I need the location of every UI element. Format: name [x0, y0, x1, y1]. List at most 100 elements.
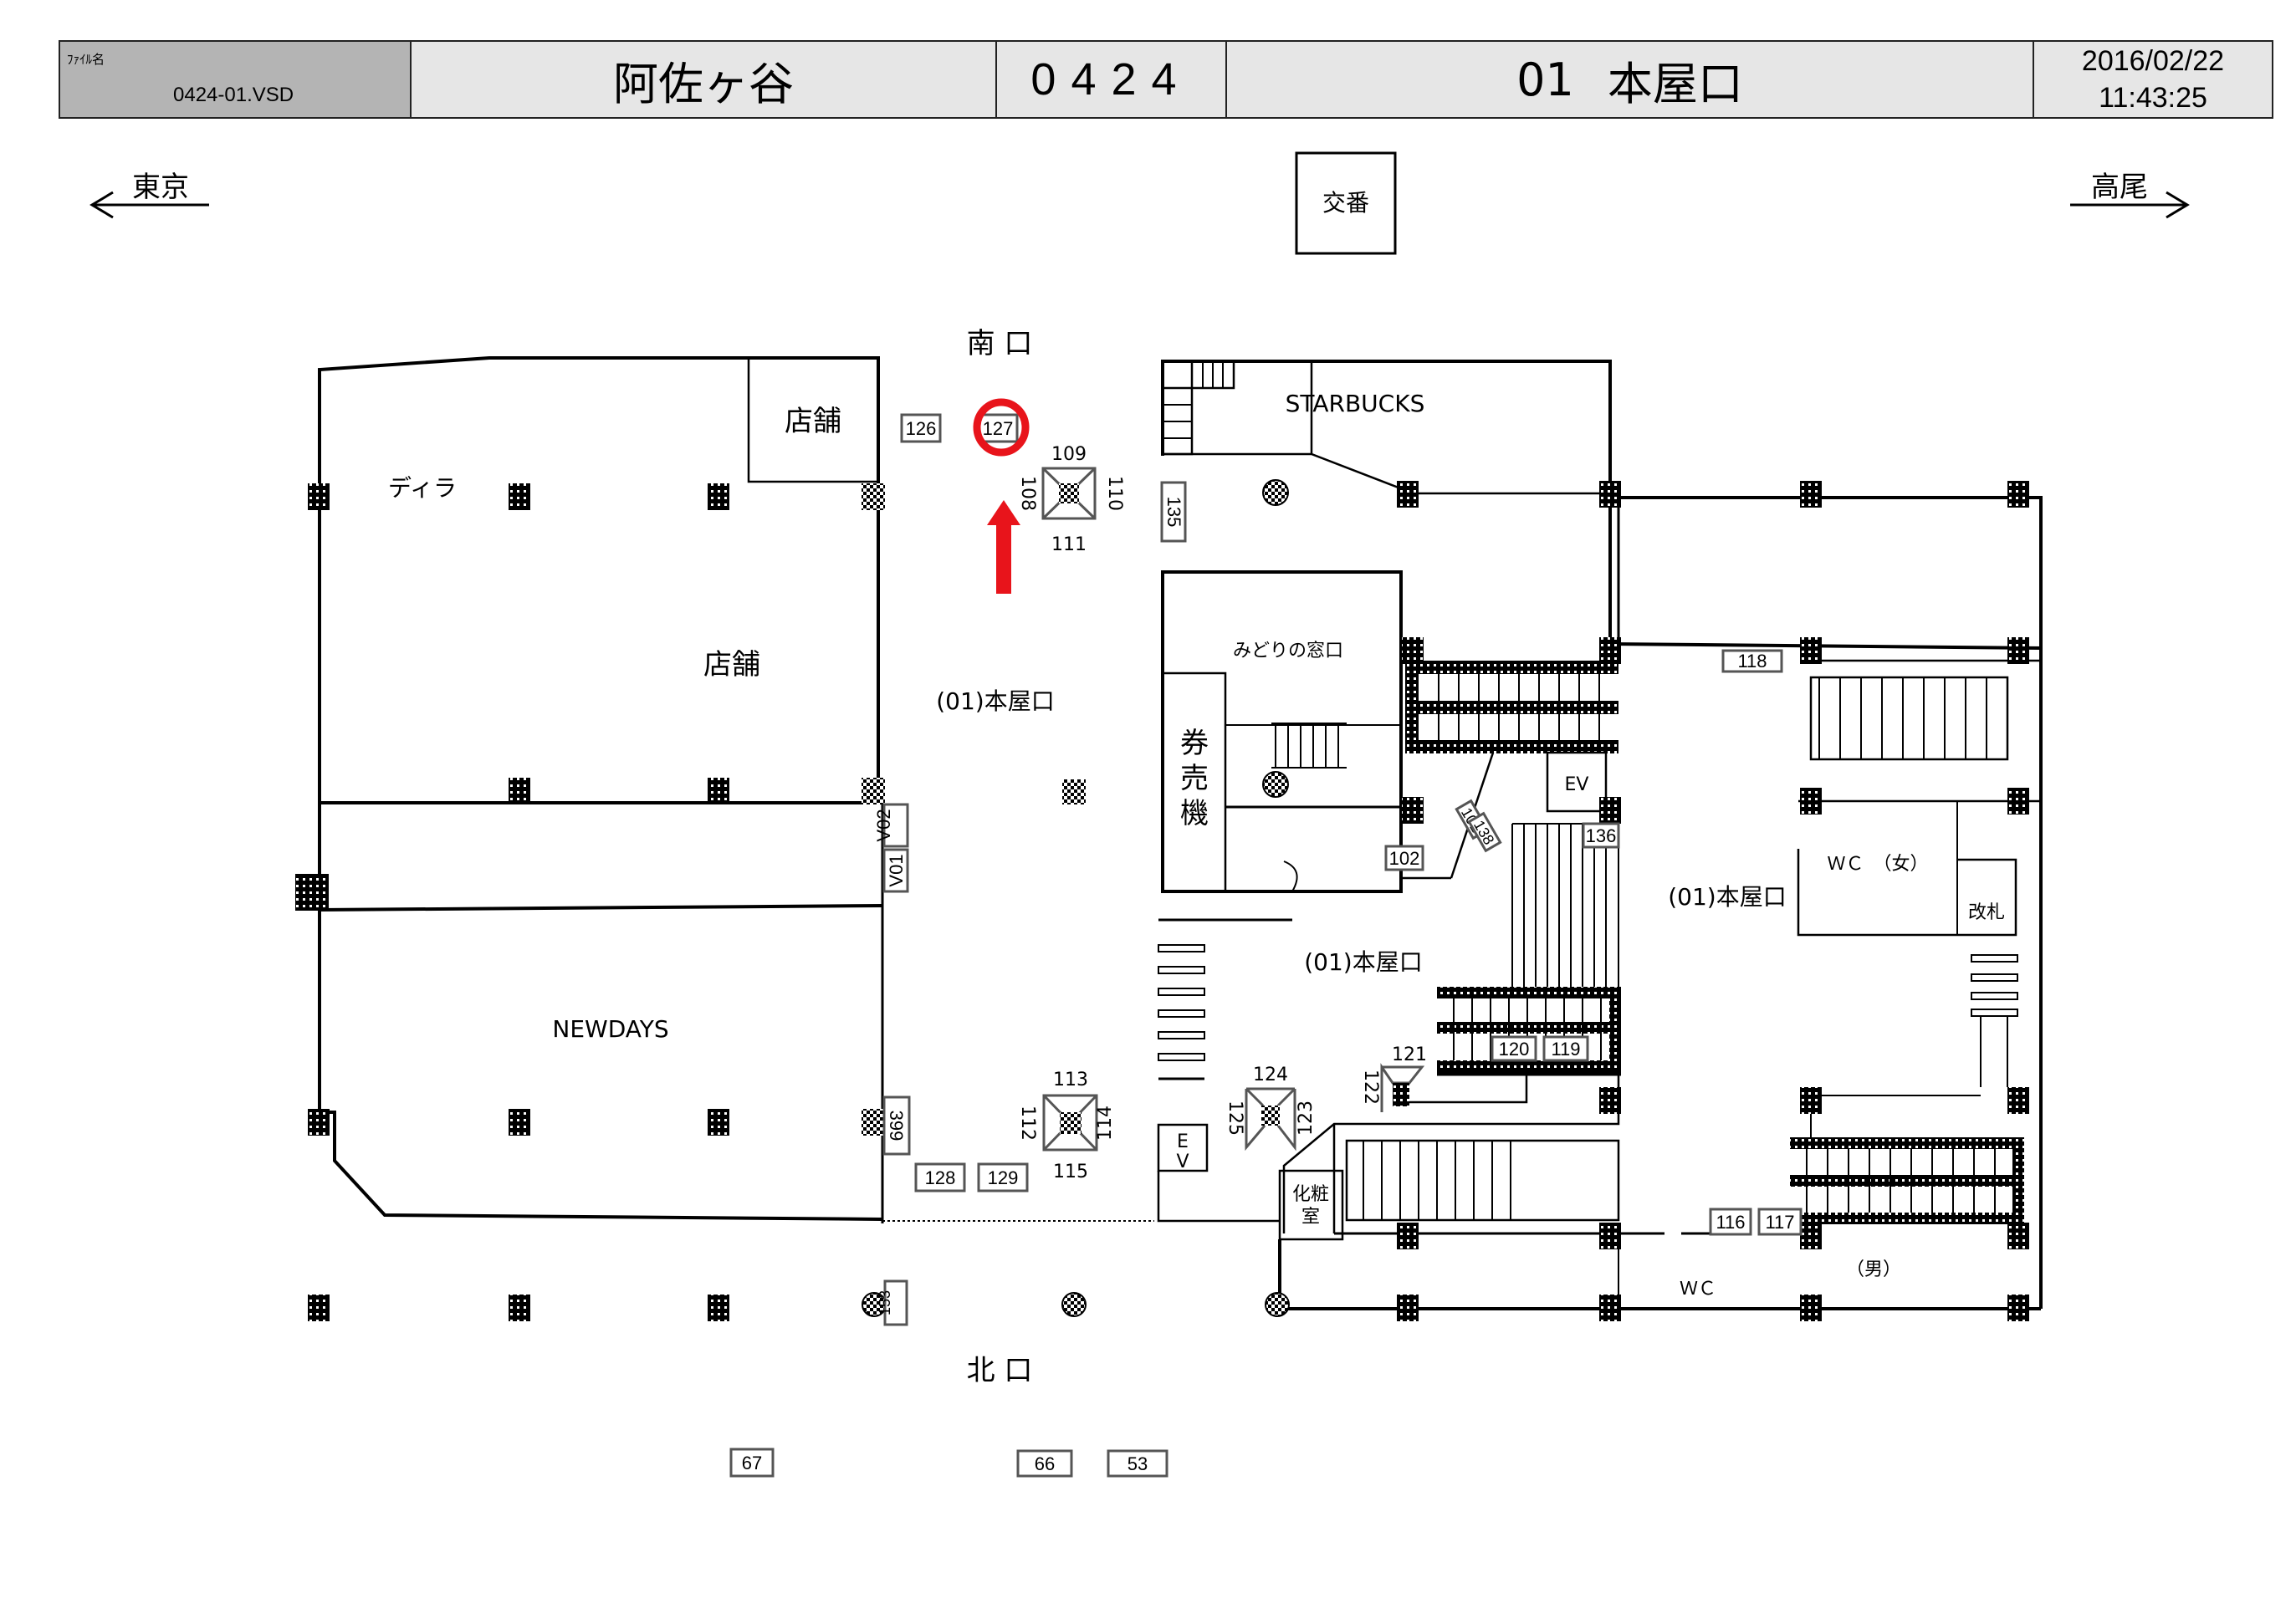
svg-text:67: 67: [742, 1453, 762, 1473]
sign-left-label: 108: [1017, 476, 1038, 511]
pillar-checkered: [862, 1109, 885, 1136]
sign-right-label: 123: [1296, 1101, 1317, 1136]
north-exit-label: 北 口: [967, 1354, 1033, 1387]
highlight-circle-icon: [973, 398, 1030, 457]
sign-right-label: 114: [1095, 1106, 1116, 1141]
staircase-right-upper: [1809, 659, 2041, 761]
svg-text:116: 116: [1716, 1212, 1745, 1233]
pillar-sign-121-122: 121 122: [1360, 1044, 1427, 1112]
svg-text:399: 399: [886, 1111, 907, 1141]
area-label-2: (01)本屋口: [1304, 948, 1422, 976]
sign-bottom-label: 111: [1051, 534, 1087, 555]
arrow-left-head-icon: [89, 191, 114, 219]
pillar-sign-113-115: 113 115 112 114: [1017, 1070, 1116, 1182]
time: 11:43:25: [2099, 82, 2207, 114]
left-gates: [1158, 918, 1292, 1080]
pillar: [1800, 481, 1822, 508]
ad-tag-118[interactable]: 118: [1721, 649, 1783, 673]
pillar: [1599, 1087, 1621, 1114]
ad-tag-116[interactable]: 116: [1709, 1208, 1752, 1236]
svg-text:102: 102: [1389, 848, 1420, 869]
sign-right-label: 110: [1104, 476, 1125, 511]
pillar: [509, 1109, 530, 1136]
ad-tag-126[interactable]: 126: [900, 413, 942, 443]
wc-male-label: ＷＣ: [1680, 1279, 1716, 1300]
round-pillars: [862, 479, 1290, 1317]
police-box: 交番: [1295, 151, 1397, 255]
ad-tag-119[interactable]: 119: [1542, 1035, 1589, 1062]
pillar: [1397, 481, 1419, 508]
pillar: [1397, 1223, 1419, 1249]
svg-text:135: 135: [1163, 497, 1184, 528]
ad-tag-102[interactable]: 102: [1384, 845, 1424, 871]
station-code: 0424: [997, 42, 1227, 117]
svg-text:126: 126: [906, 418, 937, 439]
svg-text:119: 119: [1551, 1039, 1580, 1060]
pillar: [295, 874, 329, 911]
ad-tag-128[interactable]: 128: [914, 1162, 966, 1192]
wc-female: ＷＣ （女） 改札: [1797, 799, 2041, 937]
pillar-checkered: [862, 483, 885, 510]
station-name: 阿佐ヶ谷: [412, 42, 997, 117]
pillar-round: [1265, 1292, 1290, 1317]
pillar: [1800, 788, 1822, 815]
ad-tag-127[interactable]: 127: [977, 413, 1019, 443]
pillar: [2007, 481, 2029, 508]
corridor-strip: [318, 803, 883, 912]
ad-tag-135[interactable]: 135: [1160, 481, 1187, 543]
newdays-label: NEWDAYS: [552, 1015, 668, 1043]
midori-label: みどりの窓口: [1233, 641, 1343, 661]
ad-tag-67[interactable]: 67: [729, 1448, 775, 1478]
sign-top-label: 121: [1392, 1044, 1427, 1065]
svg-text:153: 153: [877, 1290, 893, 1315]
shop-large-label: 店舗: [703, 648, 760, 682]
pillars: [295, 481, 2029, 1321]
ad-tag-V02[interactable]: V02: [873, 803, 909, 848]
elevator-lower: E V: [1157, 1123, 1280, 1223]
svg-text:53: 53: [1128, 1453, 1148, 1474]
elevator-upper: EV: [1546, 751, 1608, 813]
ad-tag-120[interactable]: 120: [1491, 1035, 1537, 1062]
exit-number: 01: [1516, 53, 1574, 106]
staircase-middle: [1437, 823, 1621, 1076]
ad-tag-399[interactable]: 399: [882, 1095, 911, 1156]
ad-tag-129[interactable]: 129: [977, 1162, 1029, 1192]
ev-lower-label-1: E: [1177, 1131, 1189, 1152]
file-name-value: 0424-01.VSD: [173, 84, 294, 106]
right-frame: [1610, 496, 2043, 1309]
file-name-cell: ﾌｧｲﾙ名 0424-01.VSD: [60, 42, 412, 117]
svg-text:66: 66: [1035, 1453, 1055, 1474]
pillar: [1800, 1295, 1822, 1321]
pillar: [2007, 637, 2029, 664]
ad-tag-153[interactable]: 153: [877, 1279, 908, 1326]
ticket-machine-char-3: 機: [1180, 797, 1209, 830]
direction-right-label: 高尾: [2091, 171, 2148, 204]
target-arrow-icon: [987, 500, 1020, 594]
sign-top-label: 124: [1253, 1065, 1288, 1085]
ev-lower-label-2: V: [1176, 1152, 1189, 1172]
pillar-checkered: [862, 778, 885, 804]
powder-room-label-2: 室: [1301, 1207, 1320, 1228]
sign-left-label: 112: [1017, 1106, 1038, 1141]
ad-tag-53[interactable]: 53: [1107, 1449, 1168, 1478]
direction-takao: 高尾: [2070, 171, 2190, 219]
title-block: ﾌｧｲﾙ名 0424-01.VSD 阿佐ヶ谷 0424 01 本屋口 2016/…: [59, 40, 2273, 119]
ad-tag-136[interactable]: 136: [1582, 822, 1620, 849]
svg-text:V02: V02: [873, 809, 894, 841]
ad-tag-V01[interactable]: V01: [882, 848, 909, 893]
pillar: [708, 778, 729, 804]
svg-text:117: 117: [1765, 1212, 1794, 1233]
ad-tag-66[interactable]: 66: [1016, 1449, 1073, 1478]
ticket-machine-box: [1161, 672, 1227, 893]
file-name-label: ﾌｧｲﾙ名: [67, 53, 105, 67]
exit-title: 01 本屋口: [1227, 42, 2034, 117]
wc-female-label: ＷＣ （女）: [1827, 854, 1928, 875]
svg-text:128: 128: [925, 1167, 956, 1188]
ad-tag-117[interactable]: 117: [1757, 1208, 1803, 1236]
powder-room-label-1: 化粧: [1292, 1184, 1329, 1205]
pillar: [509, 778, 530, 804]
pillar: [509, 1295, 530, 1321]
sign-top-label: 109: [1051, 444, 1087, 465]
pillar: [708, 483, 729, 510]
pillar: [1599, 1295, 1621, 1321]
